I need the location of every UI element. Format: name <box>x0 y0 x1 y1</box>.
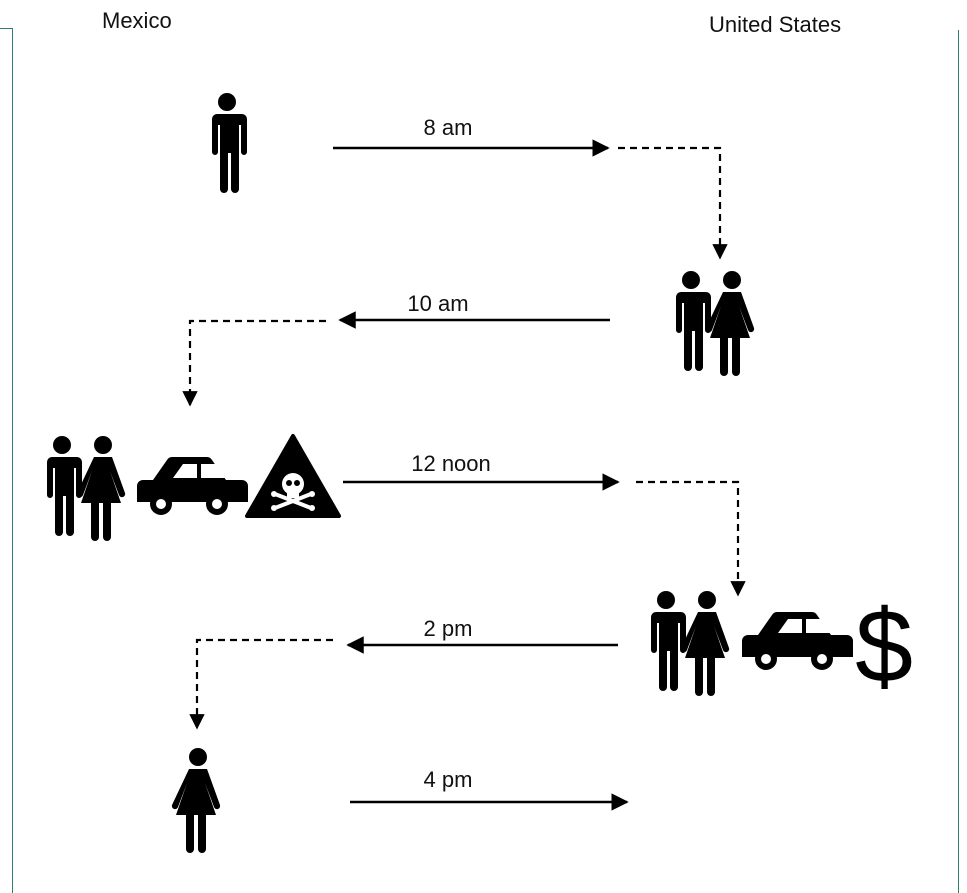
car-icon <box>137 457 248 515</box>
time-label-8am: 8 am <box>423 115 473 140</box>
frame-line-right <box>958 30 959 893</box>
dollar-icon: $ <box>855 589 913 705</box>
dashed-connector-2 <box>182 319 326 407</box>
poison-warning-icon <box>245 434 341 518</box>
car-icon <box>742 612 853 670</box>
time-label-12noon: 12 noon <box>411 451 491 476</box>
couple-icon <box>651 591 730 696</box>
time-label-10am: 10 am <box>407 291 469 316</box>
dashed-connector-1 <box>618 146 728 260</box>
frame-line-left <box>12 28 13 893</box>
woman-icon <box>171 748 221 853</box>
couple-icon <box>676 271 755 376</box>
man-icon <box>212 93 247 193</box>
dashed-connector-4 <box>189 638 333 730</box>
couple-icon <box>47 436 126 541</box>
time-label-4pm: 4 pm <box>423 767 473 792</box>
frame-line-left-tick <box>0 28 12 29</box>
united-states-label: United States <box>709 12 842 37</box>
dashed-connector-3 <box>636 480 746 597</box>
time-label-2pm: 2 pm <box>423 616 473 641</box>
mexico-label: Mexico <box>102 8 172 33</box>
